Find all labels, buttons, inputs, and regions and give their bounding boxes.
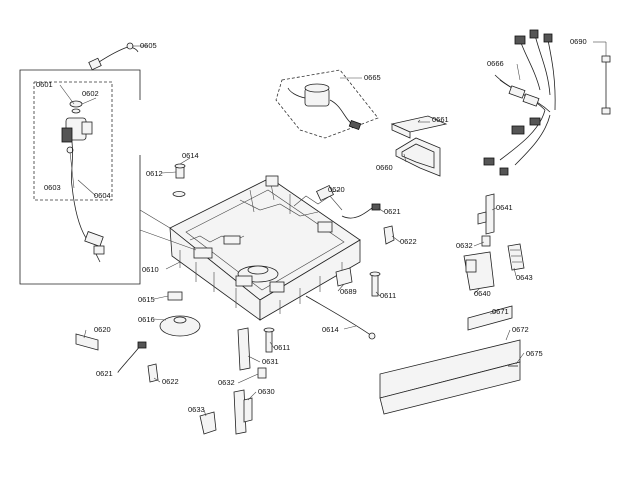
- label-0675: 0675: [526, 349, 543, 358]
- label-0643: 0643: [516, 273, 533, 282]
- inlet-valve: [61, 100, 105, 263]
- label-0604: 0604: [94, 191, 111, 200]
- label-0689: 0689: [340, 287, 357, 296]
- leader-lines: [59, 45, 525, 417]
- label-0640: 0640: [474, 289, 491, 298]
- label-0631: 0631: [262, 357, 279, 366]
- base-tub-0610: [169, 175, 361, 321]
- label-0666: 0666: [487, 59, 504, 68]
- label-0632-bottom: 0632: [218, 378, 235, 387]
- label-0611-bottom: 0611: [274, 343, 290, 352]
- label-0661: 0661: [432, 115, 449, 124]
- pump-0665: [275, 69, 379, 139]
- label-0660: 0660: [376, 163, 393, 172]
- label-0665: 0665: [364, 73, 381, 82]
- label-0671: 0671: [492, 307, 509, 316]
- label-0622-bottom: 0622: [162, 377, 179, 386]
- label-0616: 0616: [138, 315, 155, 324]
- label-0690: 0690: [570, 37, 587, 46]
- wiring-harness-0666: [483, 29, 556, 176]
- label-0622-top: 0622: [400, 237, 417, 246]
- inlet-assembly-frame: [19, 69, 141, 285]
- heater-0690: [593, 41, 611, 115]
- label-0610: 0610: [142, 265, 159, 274]
- label-0614-top: 0614: [182, 151, 199, 160]
- label-0615: 0615: [138, 295, 155, 304]
- hose-0605: [88, 42, 139, 71]
- label-0641: 0641: [496, 203, 513, 212]
- label-0614-bottom: 0614: [322, 325, 339, 334]
- label-0621-top: 0621: [384, 207, 401, 216]
- label-0621-bottom: 0621: [96, 369, 113, 378]
- small-parts: [75, 163, 525, 435]
- label-0630: 0630: [258, 387, 275, 396]
- label-0620-top: 0620: [328, 185, 345, 194]
- label-0605: 0605: [140, 41, 157, 50]
- label-0633: 0633: [188, 405, 205, 414]
- label-0620-bottom: 0620: [94, 325, 111, 334]
- label-0632-right: 0632: [456, 241, 473, 250]
- parts-0660-0661: [390, 115, 448, 177]
- label-0612: 0612: [146, 169, 163, 178]
- label-0603: 0603: [44, 183, 61, 192]
- label-0602: 0602: [82, 89, 99, 98]
- label-0672: 0672: [512, 325, 529, 334]
- label-0601: 0601: [36, 80, 53, 89]
- label-0611-right: 0611: [380, 291, 396, 300]
- part-labels: 0605 0601 0602 0603 0604 0665 0666 0690 …: [36, 37, 587, 414]
